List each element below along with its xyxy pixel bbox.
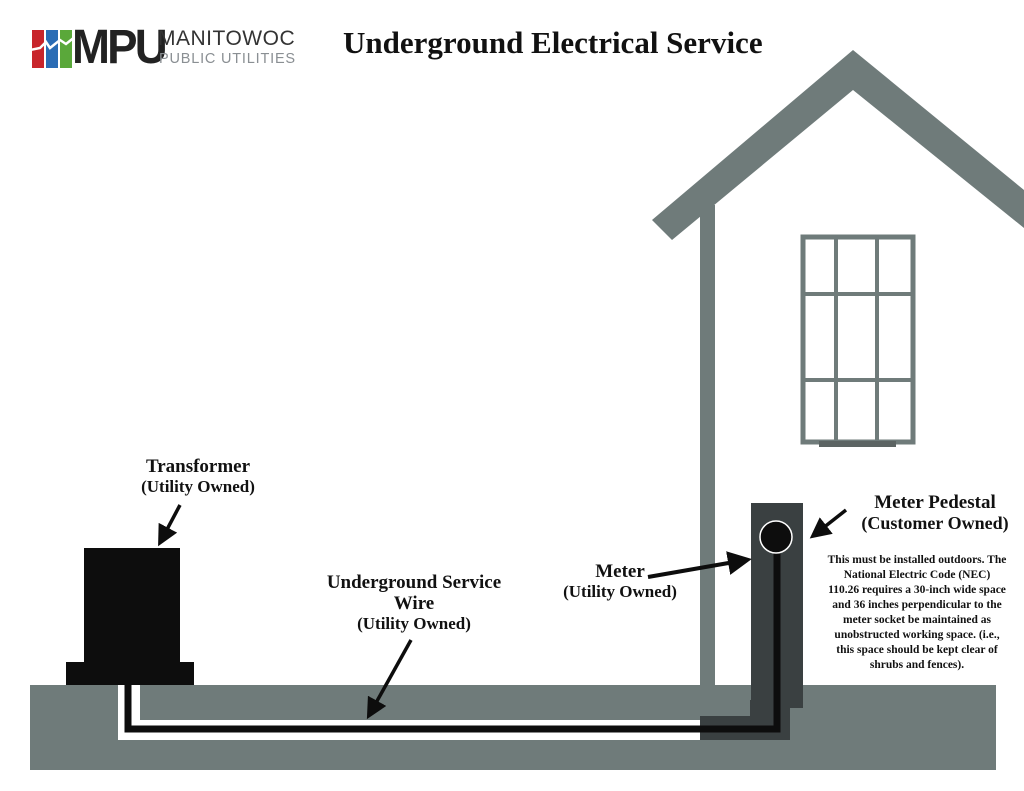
nec-note-line: unobstructed working space. (i.e., <box>834 629 1000 641</box>
service-wire-arrow-icon <box>366 639 413 720</box>
meter-arrow-icon <box>647 551 752 579</box>
house-window <box>800 234 916 447</box>
transformer-label: Transformer (Utility Owned) <box>113 456 283 496</box>
meter-pedestal-name: Meter Pedestal <box>874 492 996 513</box>
meter-pedestal-owner: (Customer Owned) <box>861 513 1009 533</box>
logo-bar-blue <box>46 30 58 68</box>
nec-note-line: shrubs and fences). <box>869 659 965 671</box>
transformer-name: Transformer <box>145 456 251 477</box>
meter-label: Meter (Utility Owned) <box>540 561 700 601</box>
nec-note-line: 110.26 requires a 30-inch wide space <box>828 584 1006 596</box>
transformer-arrow-icon <box>158 504 182 547</box>
transformer-base <box>66 662 194 685</box>
transformer-body <box>84 548 180 663</box>
house-roof <box>652 50 1024 240</box>
logo-subtitle: PUBLIC UTILITIES <box>159 51 296 67</box>
lightning-icon <box>30 36 76 52</box>
page-title: Underground Electrical Service <box>343 25 763 60</box>
meter-owner: (Utility Owned) <box>563 582 677 601</box>
meter-name: Meter <box>595 561 645 582</box>
nec-note-line: this space should be kept clear of <box>836 644 998 656</box>
service-wire-name-1: Underground Service <box>326 572 502 593</box>
nec-note: This must be installed outdoors. The Nat… <box>792 553 1024 673</box>
house-wall <box>700 205 715 685</box>
nec-note-line: National Electric Code (NEC) <box>843 569 991 581</box>
meter-pedestal-label: Meter Pedestal (Customer Owned) <box>840 492 1024 534</box>
service-wire-owner: (Utility Owned) <box>357 614 471 633</box>
meter <box>759 520 793 554</box>
logo-icon <box>32 30 72 68</box>
transformer-owner: (Utility Owned) <box>141 477 255 496</box>
service-wire-name-2: Wire <box>393 593 435 614</box>
nec-note-line: and 36 inches perpendicular to the <box>832 599 1002 611</box>
pedestal-arrow-icon <box>809 508 848 539</box>
service-wire <box>124 540 781 733</box>
nec-note-line: meter socket be maintained as <box>843 614 991 626</box>
logo-acronym: MPU <box>72 21 168 74</box>
nec-note-line: This must be installed outdoors. The <box>827 554 1007 566</box>
logo-name: MANITOWOC <box>158 27 296 50</box>
logo-bar-green <box>60 30 72 68</box>
service-wire-label: Underground Service Wire (Utility Owned) <box>300 572 528 633</box>
